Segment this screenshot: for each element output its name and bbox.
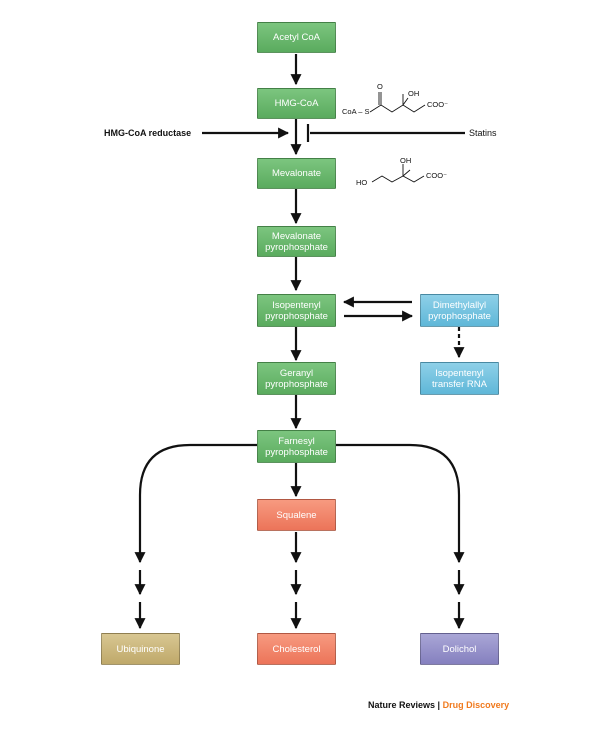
hmgcoa-struct-coo: COO⁻: [427, 100, 449, 109]
node-isopentenyl-transfer-rna: Isopentenyl transfer RNA: [420, 362, 499, 395]
node-farnesyl-pyrophosphate: Farnesyl pyrophosphate: [257, 430, 336, 463]
node-mevalonate: Mevalonate: [257, 158, 336, 189]
node-isopentenyl-pyrophosphate: Isopentenyl pyrophosphate: [257, 294, 336, 327]
footer-journal: Drug Discovery: [442, 700, 510, 710]
mevalonate-structure-skeleton: [371, 164, 425, 183]
arrow-fpp-ubiquinone-curve: [134, 443, 257, 564]
mevalonate-struct-oh: OH: [400, 156, 412, 165]
node-cholesterol: Cholesterol: [257, 633, 336, 665]
mevalonate-struct-ho: HO: [356, 178, 368, 187]
inhibitor-label: Statins: [469, 128, 497, 138]
hmgcoa-structure-skeleton: [369, 92, 426, 113]
footer-publisher: Nature Reviews: [368, 700, 436, 710]
node-ubiquinone: Ubiquinone: [101, 633, 180, 665]
footer-separator: |: [437, 700, 441, 710]
node-dolichol: Dolichol: [420, 633, 499, 665]
enzyme-label: HMG-CoA reductase: [104, 128, 192, 138]
node-dimethylallyl-pyrophosphate: Dimethylallyl pyrophosphate: [420, 294, 499, 327]
node-hmg-coa: HMG-CoA: [257, 88, 336, 119]
arrow-fpp-dolichol-curve: [336, 443, 465, 564]
node-geranyl-pyrophosphate: Geranyl pyrophosphate: [257, 362, 336, 395]
mevalonate-struct-coo: COO⁻: [426, 171, 448, 180]
hmgcoa-struct-o: O: [377, 82, 383, 91]
hmgcoa-struct-coa-s: CoA – S: [342, 107, 370, 116]
node-acetyl-coa: Acetyl CoA: [257, 22, 336, 53]
node-mevalonate-pyrophosphate: Mevalonate pyrophosphate: [257, 226, 336, 257]
hmgcoa-struct-oh: OH: [408, 89, 420, 98]
node-squalene: Squalene: [257, 499, 336, 531]
footer-credit: Nature Reviews | Drug Discovery: [368, 700, 509, 710]
